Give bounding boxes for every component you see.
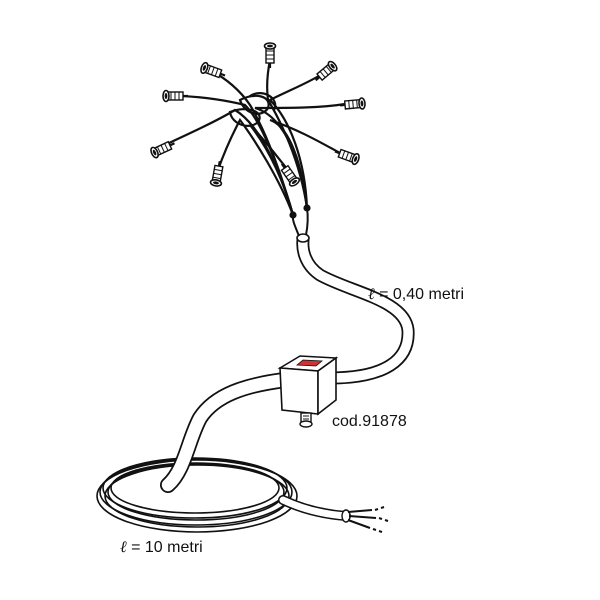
cable-coil: [96, 457, 298, 533]
short-cable-length-label: ℓ = 0,40 metri: [368, 286, 464, 303]
spot-connector-top-right: [311, 58, 340, 86]
wire-bundle: [163, 58, 347, 217]
spot-connector-right: [338, 96, 367, 112]
product-code-label: cod.91878: [332, 413, 407, 430]
long-cable-length-text: = 10 metri: [126, 539, 203, 556]
splitter-node: [289, 204, 311, 243]
cable-coil-to-box: [160, 372, 293, 493]
spot-connector-top: [263, 41, 277, 70]
cable-free-end: [278, 495, 389, 533]
short-cable-length-text: = 0,40 metri: [374, 286, 465, 303]
spot-connector-left: [161, 89, 190, 103]
cable-box-to-splitter: [296, 233, 415, 385]
spot-connector-left-lower: [208, 159, 227, 188]
length-symbol: ℓ: [368, 284, 375, 303]
spot-connector-right-lower: [331, 145, 362, 167]
junction-box: [277, 355, 339, 428]
long-cable-length-label: ℓ = 10 metri: [120, 539, 203, 556]
length-symbol: ℓ: [120, 537, 127, 556]
